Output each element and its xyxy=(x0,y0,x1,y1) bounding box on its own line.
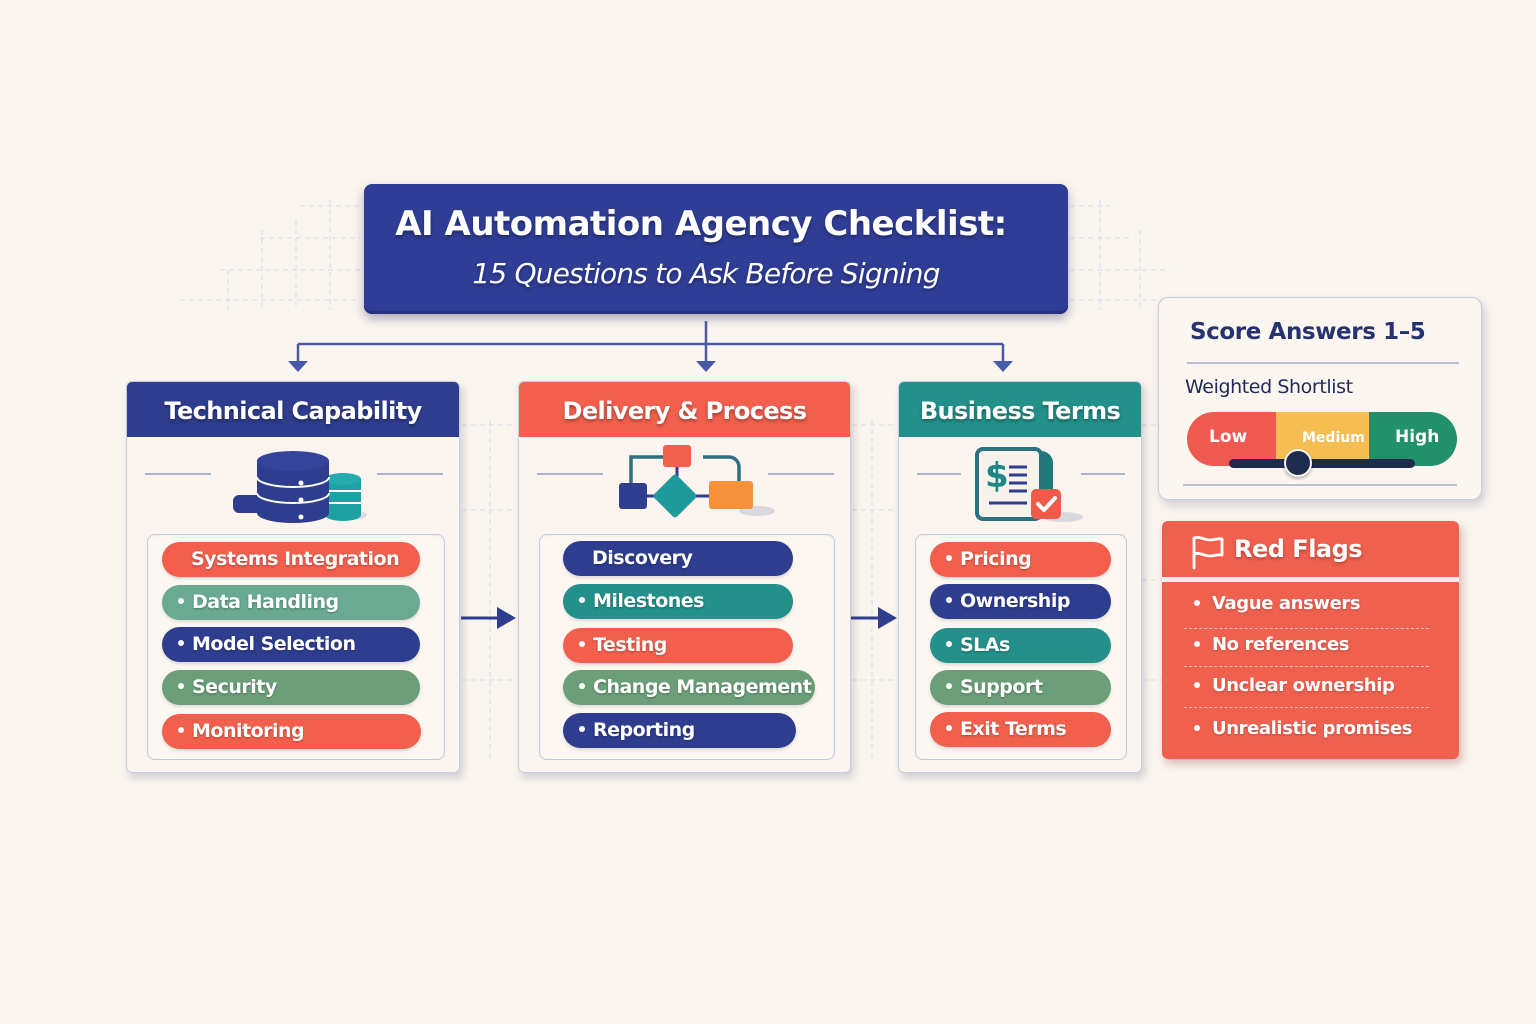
divider xyxy=(768,473,834,475)
arrow-right-2 xyxy=(878,607,897,629)
divider xyxy=(1081,473,1125,475)
flowchart-icon xyxy=(619,445,775,518)
card-business-terms: Business Terms $ Pricing Ownership SLAs … xyxy=(898,381,1142,773)
list-item: Change Management xyxy=(563,670,815,705)
meter-segment-low: Low xyxy=(1187,412,1276,466)
red-flags-card: Red Flags Vague answers No references Un… xyxy=(1162,521,1459,759)
card-delivery-process: Delivery & Process Discovery Milestones … xyxy=(518,381,851,773)
score-meter: Low Medium High xyxy=(1187,412,1457,466)
list-item: Support xyxy=(930,670,1111,705)
red-flag-item: Vague answers xyxy=(1194,593,1361,614)
card-header: Delivery & Process xyxy=(519,382,850,437)
card-header: Business Terms xyxy=(899,382,1141,437)
divider xyxy=(145,473,211,475)
list-item: Testing xyxy=(563,628,793,663)
invoice-check-icon: $ xyxy=(975,447,1083,522)
divider xyxy=(917,473,961,475)
divider xyxy=(1184,666,1429,667)
score-slider-thumb[interactable] xyxy=(1283,449,1312,477)
question-list: Pricing Ownership SLAs Support Exit Term… xyxy=(915,534,1127,760)
red-flag-item: Unrealistic promises xyxy=(1194,718,1413,739)
divider xyxy=(377,473,443,475)
title-banner: AI Automation Agency Checklist: 15 Quest… xyxy=(364,184,1068,314)
list-item: Pricing xyxy=(930,542,1111,577)
divider xyxy=(1184,707,1429,708)
list-item: Reporting xyxy=(563,713,796,748)
divider xyxy=(1187,362,1459,364)
page-subtitle: 15 Questions to Ask Before Signing xyxy=(472,257,940,290)
divider xyxy=(1162,577,1459,582)
score-slider-track[interactable] xyxy=(1229,459,1415,468)
meter-segment-high: High xyxy=(1369,412,1457,466)
database-icon xyxy=(233,451,367,523)
list-item: Model Selection xyxy=(162,627,420,662)
svg-text:$: $ xyxy=(985,456,1009,496)
list-item: Systems Integration xyxy=(162,542,420,577)
score-title: Score Answers 1–5 xyxy=(1190,319,1426,345)
arrow-right-1 xyxy=(497,607,516,629)
score-subtitle: Weighted Shortlist xyxy=(1185,376,1353,398)
arrow-down-delivery xyxy=(696,361,716,372)
divider xyxy=(1184,628,1429,629)
list-item: Milestones xyxy=(563,584,793,619)
arrow-down-business xyxy=(993,361,1013,372)
card-header: Technical Capability xyxy=(127,382,459,437)
list-item: Discovery xyxy=(563,541,793,576)
list-item: Monitoring xyxy=(162,714,421,749)
red-flag-item: No references xyxy=(1194,634,1350,655)
list-item: Ownership xyxy=(930,584,1111,619)
red-flags-title: Red Flags xyxy=(1234,535,1363,563)
flag-icon xyxy=(1192,536,1224,570)
list-item: Exit Terms xyxy=(930,712,1111,747)
question-list: Systems Integration Data Handling Model … xyxy=(147,534,445,760)
card-technical-capability: Technical Capability Systems Integration… xyxy=(126,381,460,773)
question-list: Discovery Milestones Testing Change Mana… xyxy=(539,534,835,760)
page-title: AI Automation Agency Checklist: xyxy=(395,204,1007,244)
divider xyxy=(1183,484,1457,486)
arrow-down-technical xyxy=(288,361,308,372)
list-item: Security xyxy=(162,670,420,705)
score-card: Score Answers 1–5 Weighted Shortlist Low… xyxy=(1158,297,1482,500)
red-flag-item: Unclear ownership xyxy=(1194,675,1395,696)
list-item: Data Handling xyxy=(162,585,420,620)
list-item: SLAs xyxy=(930,628,1111,663)
divider xyxy=(537,473,603,475)
